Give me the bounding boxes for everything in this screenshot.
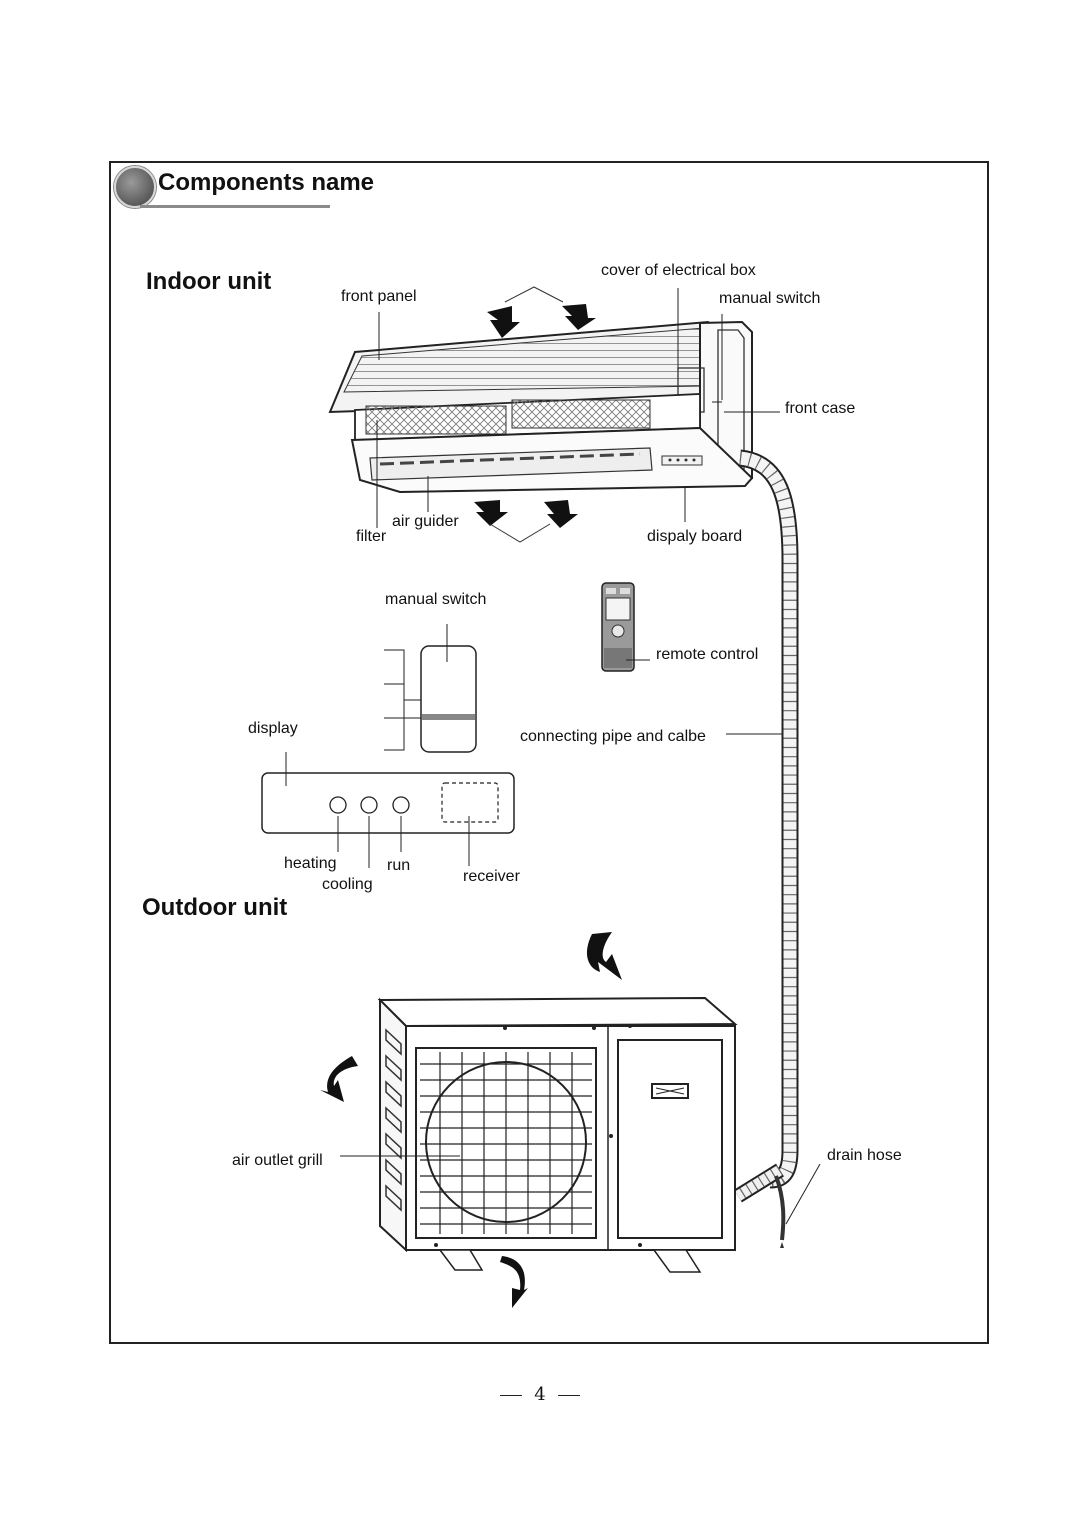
label-cooling: cooling <box>322 876 373 893</box>
section-bullet-icon <box>114 166 156 208</box>
display-panel-detail <box>261 752 515 868</box>
title-underline <box>140 205 330 208</box>
label-cover-electrical-box: cover of electrical box <box>601 262 756 279</box>
page-frame <box>109 161 989 1344</box>
airflow-arrow-icon <box>500 1256 528 1308</box>
page-number-dash-right <box>557 1394 580 1396</box>
label-display: display <box>248 720 298 737</box>
label-connecting-pipe: connecting pipe and calbe <box>520 728 706 745</box>
airflow-arrow-icon <box>474 500 508 526</box>
label-manual-switch-panel: manual switch <box>385 591 487 608</box>
remote-control-icon <box>601 582 650 672</box>
outdoor-unit-illustration <box>340 996 738 1273</box>
page-number-value: 4 <box>534 1384 546 1405</box>
label-air-outlet-grill: air outlet grill <box>232 1152 323 1169</box>
airflow-arrow-icon <box>586 932 622 980</box>
page-number: 4 <box>0 1384 1080 1405</box>
label-front-case: front case <box>785 400 856 417</box>
airflow-arrow-icon <box>487 306 520 338</box>
label-drain-hose: drain hose <box>827 1147 902 1164</box>
label-filter: filter <box>356 528 387 545</box>
outdoor-unit-heading: Outdoor unit <box>142 894 288 921</box>
page-title: Components name <box>158 169 375 196</box>
page-number-dash-left <box>500 1394 523 1396</box>
label-run: run <box>387 857 411 874</box>
label-remote-control: remote control <box>656 646 759 663</box>
airflow-arrow-icon <box>544 500 578 528</box>
label-manual-switch-top: manual switch <box>719 290 821 307</box>
indoor-unit-illustration <box>328 320 754 494</box>
label-display-board: dispaly board <box>647 528 743 545</box>
label-front-panel: front panel <box>341 288 417 305</box>
label-receiver: receiver <box>463 868 520 885</box>
indoor-unit-heading: Indoor unit <box>146 268 272 295</box>
label-heating: heating <box>284 855 337 872</box>
manual-switch-detail <box>384 624 477 753</box>
label-air-guider: air guider <box>392 513 459 530</box>
airflow-arrow-icon <box>320 1056 358 1102</box>
airflow-arrow-icon <box>562 304 596 330</box>
